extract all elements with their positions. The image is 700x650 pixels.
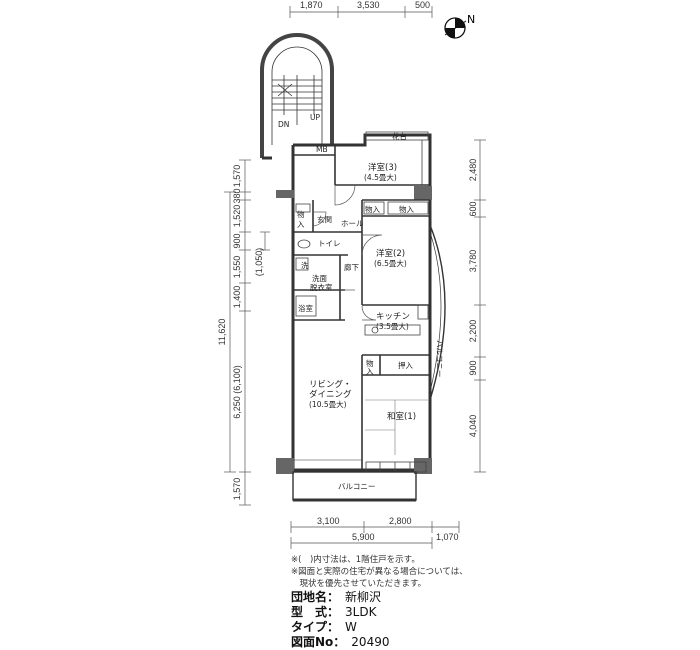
dim-left-5: 1,550 <box>232 256 242 279</box>
notes: ※( )内寸法は、1階住戸を示す。 ※図面と実際の住宅が異なる場合については、 … <box>291 554 468 590</box>
bottom-balcony <box>292 471 417 502</box>
storage-4-label-a: 物 <box>366 358 374 368</box>
dim-bottom-1: 3,100 <box>317 516 340 526</box>
dim-left-bottom-2: 1,570 <box>232 478 242 501</box>
info-row-drawing-no: 図面No： 20490 <box>291 635 389 650</box>
storage-1-label: 物入 <box>365 204 380 214</box>
western3-size: (4.5畳大) <box>364 172 397 182</box>
note-line-3: 現状を優先させていただきます。 <box>291 579 427 589</box>
info-row-layout: 型 式： 3LDK <box>291 605 389 620</box>
bottom-balcony-label: バルコニー <box>338 482 375 491</box>
dim-left-4: 900 <box>232 233 242 248</box>
stair-down-label: DN <box>278 120 289 129</box>
info-value-type: W <box>345 620 357 634</box>
info-label-complex: 団地名： <box>291 590 340 604</box>
staircase <box>260 33 334 160</box>
info-label-layout: 型 式： <box>291 605 340 619</box>
info-label-type: タイプ： <box>291 620 340 634</box>
side-balcony <box>429 224 446 401</box>
dim-right-2: 600 <box>468 201 478 216</box>
corridor-label: 廊下 <box>344 262 359 272</box>
info-value-layout: 3LDK <box>345 605 377 619</box>
dim-right-3: 3,780 <box>468 250 478 273</box>
left-dimension-lines <box>224 159 270 506</box>
info-value-drawing-no: 20490 <box>351 635 390 649</box>
dim-right-4: 2,200 <box>468 320 478 343</box>
western3-name: 洋室(3) <box>368 162 397 173</box>
side-balcony-label: バルコニー <box>435 340 444 377</box>
washroom-label-a: 洗面 <box>312 273 327 283</box>
living-label-a: リビング・ <box>309 379 352 390</box>
info-label-drawing-no: 図面No： <box>291 635 346 649</box>
dim-left-3: 1,520 <box>232 205 242 228</box>
stair-up-label: UP <box>310 113 320 122</box>
tatami <box>365 399 428 455</box>
property-info: 団地名： 新柳沢 型 式： 3LDK タイプ： W 図面No： 20490 <box>291 590 389 650</box>
bath-label: 浴室 <box>298 303 313 313</box>
storage-3-label-b: 入 <box>297 220 305 229</box>
dim-left-bottom-1: 6,250 (6,100) <box>232 365 242 419</box>
info-row-type: タイプ： W <box>291 620 389 635</box>
hall-label: ホール <box>341 219 364 228</box>
closet-label: 押入 <box>398 360 413 370</box>
storage-2-label: 物入 <box>399 204 414 214</box>
dim-right-6: 4,040 <box>468 415 478 438</box>
dim-left-6: 1,400 <box>232 286 242 309</box>
dim-top-1: 1,870 <box>300 0 323 10</box>
info-value-complex: 新柳沢 <box>345 590 382 604</box>
wash-label: 洗 <box>301 260 309 270</box>
dim-bottom-total: 5,900 <box>352 532 375 542</box>
north-label: N <box>467 13 475 26</box>
western2-name: 洋室(2) <box>376 248 405 259</box>
dim-top-3: 500 <box>415 0 430 10</box>
kitchen-name: キッチン <box>376 312 410 322</box>
dim-left-1: 1,570 <box>232 165 242 188</box>
japanese-room-name: 和室(1) <box>387 411 416 422</box>
dim-right-1: 2,480 <box>468 159 478 182</box>
washroom-label-b: 脱衣室 <box>310 282 333 292</box>
dim-top-2: 3,530 <box>357 0 380 10</box>
living-size: (10.5畳大) <box>309 399 347 409</box>
dim-left-2: 380 <box>232 188 242 203</box>
western2-size: (6.5畳大) <box>374 258 407 268</box>
dim-right-5: 900 <box>468 360 478 375</box>
storage-4-label-b: 入 <box>366 367 374 376</box>
kitchen-size: (3.5畳大) <box>376 321 409 331</box>
toilet-label: トイレ <box>318 239 341 248</box>
dim-bottom-2: 2,800 <box>389 516 412 526</box>
dim-bottom-3: 1,070 <box>436 532 459 542</box>
door-swings <box>312 184 383 321</box>
flower-bed <box>365 131 429 185</box>
flower-bed-label: 花台 <box>392 131 407 141</box>
north-arrow-icon <box>444 17 467 39</box>
storage-3-label-a: 物 <box>297 209 305 219</box>
mb-label: MB <box>316 145 328 154</box>
right-dimension-line <box>474 139 486 473</box>
entrance-label: 玄関 <box>317 214 332 224</box>
fixtures <box>295 201 429 473</box>
info-row-complex: 団地名： 新柳沢 <box>291 590 389 605</box>
living-label-b: ダイニング <box>309 389 352 400</box>
top-dimension-line <box>289 6 433 18</box>
bottom-dimension-lines <box>290 521 460 549</box>
note-line-1: ※( )内寸法は、1階住戸を示す。 <box>291 555 420 565</box>
dim-left-main: 11,620 <box>217 319 227 346</box>
dim-left-col2: (1,050) <box>254 248 264 277</box>
note-line-2: ※図面と実際の住宅が異なる場合については、 <box>291 567 468 577</box>
